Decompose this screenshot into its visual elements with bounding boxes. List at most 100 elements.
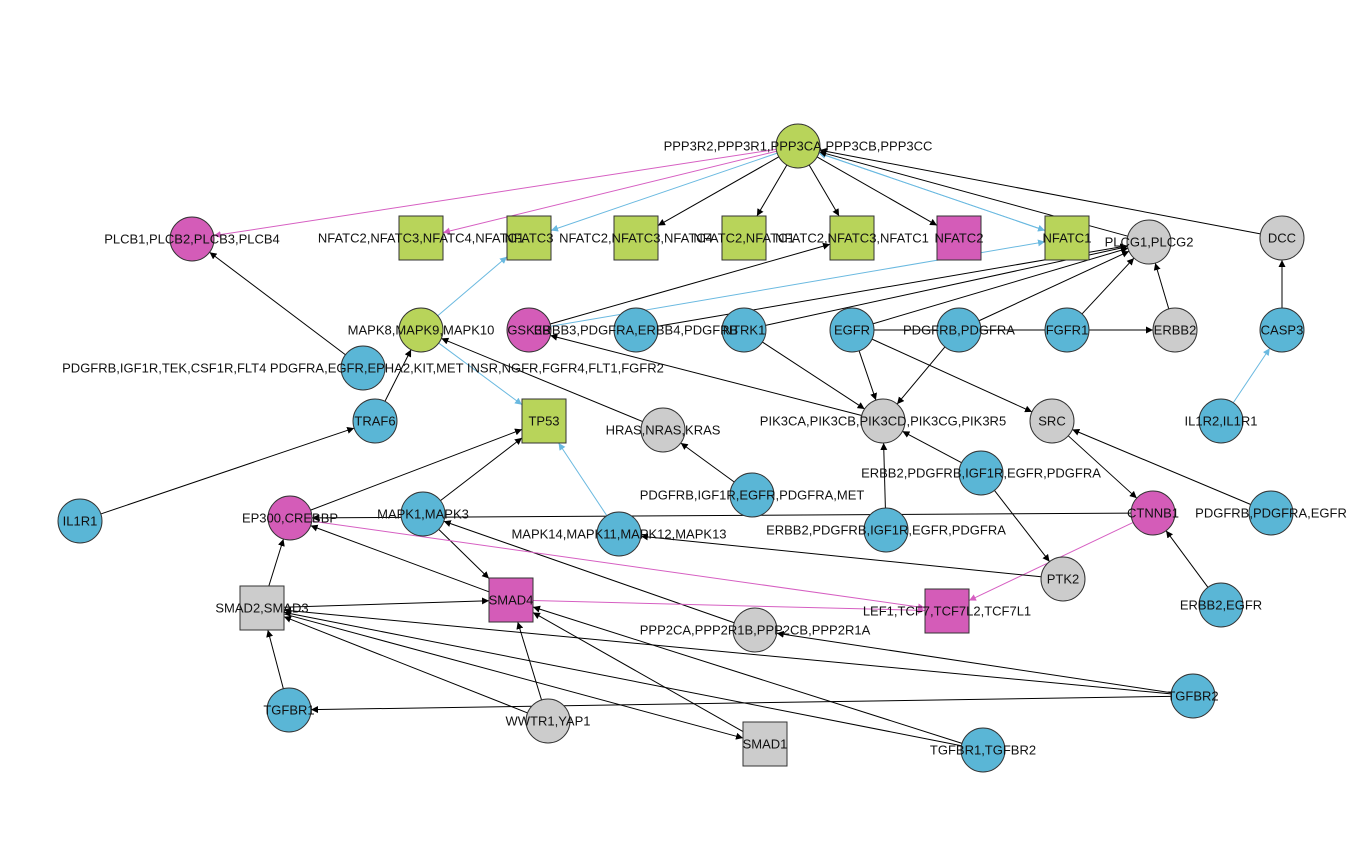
edge-smad23-to-ep300: [268, 538, 285, 587]
edge-layer: [100, 147, 1286, 747]
node-label-tp53: TP53: [528, 414, 559, 429]
node-wwtr1[interactable]: [525, 698, 571, 744]
node-label-nfat_e: NFATC2,NFATC3,NFATC1: [775, 231, 929, 246]
node-label-dcc: DCC: [1268, 231, 1296, 246]
edge-smad23-to-smad4: [283, 597, 490, 608]
node-erbb3[interactable]: [613, 307, 659, 353]
edge-mapk1-to-smad4: [438, 529, 490, 579]
node-plcb[interactable]: [169, 216, 215, 262]
node-fgfr1[interactable]: [1044, 307, 1090, 353]
node-label-nfat_a: NFATC2,NFATC3,NFATC4,NFATC1: [318, 231, 524, 246]
edge-rtk4-to-pik3: [880, 442, 888, 509]
node-mapk1[interactable]: [400, 491, 446, 537]
node-smad4[interactable]: [488, 577, 534, 623]
node-il1r2[interactable]: [1198, 398, 1244, 444]
node-pdgfrb[interactable]: [936, 307, 982, 353]
node-plcg[interactable]: [1126, 219, 1172, 265]
edge-nfatc1-to-ppp3: [818, 152, 1046, 231]
node-smad1[interactable]: [742, 721, 788, 767]
node-src[interactable]: [1029, 398, 1075, 444]
node-tgfbr2[interactable]: [1170, 673, 1216, 719]
node-label-plcg: PLCG1,PLCG2: [1105, 235, 1194, 250]
edge-smad4-to-ep300: [310, 524, 490, 593]
edge-egfr-to-src: [871, 338, 1033, 413]
node-nfat_c[interactable]: [613, 215, 659, 261]
edge-ppp3-to-nfat_b: [550, 152, 778, 232]
edge-ppp3-to-nfatc2: [816, 156, 938, 226]
node-lef1[interactable]: [924, 588, 970, 634]
node-erbb2egfr[interactable]: [1198, 582, 1244, 628]
edge-smad1-to-smad4: [532, 612, 744, 732]
node-il1r1[interactable]: [57, 498, 103, 544]
node-label-erbb2egfr: ERBB2,EGFR: [1180, 598, 1262, 613]
node-ep300[interactable]: [267, 495, 313, 541]
node-label-egfr: EGFR: [834, 323, 870, 338]
edge-ppp3-to-nfat_a: [442, 150, 777, 235]
node-label-wwtr1: WWTR1,YAP1: [506, 714, 591, 729]
node-label-lef1: LEF1,TCF7,TCF7L2,TCF7L1: [863, 604, 1031, 619]
node-ntrk1[interactable]: [721, 307, 767, 353]
node-label-smad23: SMAD2,SMAD3: [215, 601, 308, 616]
node-label-tgfbr2: TGFBR2: [1167, 689, 1218, 704]
node-nfatc1[interactable]: [1044, 215, 1090, 261]
node-label-nfatc1: NFATC1: [1043, 231, 1092, 246]
node-rtk3[interactable]: [958, 450, 1004, 496]
node-label-ep300: EP300,CREBBP: [242, 511, 338, 526]
node-label-casp3: CASP3: [1261, 323, 1304, 338]
node-egfr[interactable]: [829, 307, 875, 353]
edge-tgfbr12-to-smad4: [532, 605, 963, 744]
node-layer: [57, 123, 1305, 773]
node-label-ppp3: PPP3R2,PPP3R1,PPP3CA,PPP3CB,PPP3CC: [664, 139, 933, 154]
node-label-tgfbr12: TGFBR1,TGFBR2: [930, 743, 1036, 758]
edge-mapk8-to-tp53: [438, 342, 523, 406]
edge-erbb2egfr-to-ctnnb1: [1165, 530, 1209, 588]
node-ctnnb1[interactable]: [1130, 490, 1176, 536]
node-rtk[interactable]: [340, 345, 386, 391]
node-nfat_a[interactable]: [398, 215, 444, 261]
edge-ep300-to-tp53: [310, 428, 523, 511]
node-label-pik3: PIK3CA,PIK3CB,PIK3CD,PIK3CG,PIK3R5: [760, 414, 1006, 429]
edge-ntrk1-to-pik3: [762, 341, 865, 410]
node-label-src: SRC: [1038, 414, 1065, 429]
node-pik3[interactable]: [860, 398, 906, 444]
node-erbb2[interactable]: [1152, 307, 1198, 353]
edge-pdgfrb-to-pik3: [896, 346, 946, 405]
node-gsk3b[interactable]: [506, 307, 552, 353]
node-ppp3[interactable]: [775, 123, 821, 169]
node-tgfbr12[interactable]: [960, 727, 1006, 773]
node-ptk2[interactable]: [1040, 556, 1086, 602]
node-traf6[interactable]: [352, 398, 398, 444]
node-mapk8[interactable]: [398, 307, 444, 353]
edge-tgfbr2-to-smad23: [283, 607, 1172, 695]
node-rtk2[interactable]: [729, 472, 775, 518]
node-dcc[interactable]: [1259, 215, 1305, 261]
node-hras[interactable]: [640, 407, 686, 453]
node-tp53[interactable]: [521, 398, 567, 444]
node-casp3[interactable]: [1259, 307, 1305, 353]
edge-tgfbr2-to-ppp2: [776, 630, 1172, 694]
node-rtk4[interactable]: [863, 507, 909, 553]
node-label-fgfr1: FGFR1: [1046, 323, 1089, 338]
node-label-ctnnb1: CTNNB1: [1127, 506, 1179, 521]
node-label-traf6: TRAF6: [354, 414, 395, 429]
node-nfat_b[interactable]: [506, 215, 552, 261]
edge-mapk14-to-tp53: [558, 442, 608, 516]
node-nfat_d[interactable]: [721, 215, 767, 261]
node-label-smad1: SMAD1: [743, 737, 788, 752]
node-pdgfrb3[interactable]: [1248, 490, 1294, 536]
node-label-smad4: SMAD4: [489, 593, 534, 608]
node-label-erbb3: ERBB3,PDGFRA,ERBB4,PDGFRB: [534, 323, 738, 338]
edge-rtk2-to-hras: [680, 442, 735, 483]
edge-dcc-to-ppp3: [819, 147, 1261, 235]
edge-erbb2-to-plcg: [1153, 262, 1170, 310]
node-mapk14[interactable]: [596, 511, 642, 557]
edge-rtk3-to-ptk2: [994, 490, 1050, 562]
node-nfatc2[interactable]: [936, 215, 982, 261]
node-nfat_e[interactable]: [829, 215, 875, 261]
node-label-hras: HRAS,NRAS,KRAS: [606, 423, 721, 438]
node-tgfbr1[interactable]: [266, 687, 312, 733]
node-smad23[interactable]: [239, 585, 285, 631]
node-label-tgfbr1: TGFBR1: [263, 703, 314, 718]
node-ppp2[interactable]: [732, 607, 778, 653]
node-label-erbb2: ERBB2: [1154, 323, 1197, 338]
